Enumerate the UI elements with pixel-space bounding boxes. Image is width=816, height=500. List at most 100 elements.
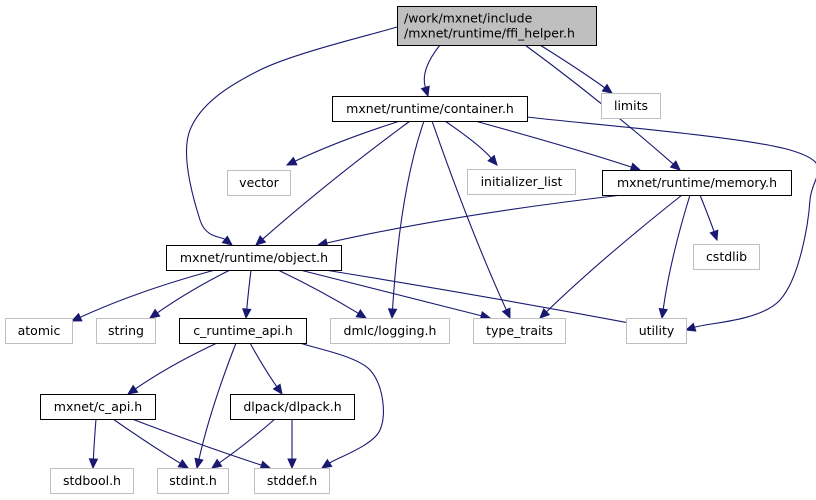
node-label: vector xyxy=(239,175,280,190)
node-box xyxy=(50,468,134,494)
edge-line xyxy=(249,342,278,387)
node-utility: utility xyxy=(626,318,687,344)
arrowhead-icon xyxy=(177,459,190,469)
edge-container-to-utility xyxy=(526,116,816,332)
node-box xyxy=(40,394,156,420)
node-label: stddef.h xyxy=(267,473,317,488)
arrowhead-icon xyxy=(272,383,283,396)
node-type-traits: type_traits xyxy=(473,318,566,344)
node-box xyxy=(254,468,330,494)
node-memory[interactable]: mxnet/runtime/memory.h xyxy=(602,170,792,196)
arrowhead-icon xyxy=(669,160,681,171)
node-label: /work/mxnet/include xyxy=(404,11,533,26)
node-label: type_traits xyxy=(486,323,553,338)
edge-root-to-container xyxy=(420,44,441,98)
edge-line xyxy=(392,120,425,310)
edge-line xyxy=(423,44,441,88)
edge-container-to-memory xyxy=(474,120,642,172)
node-vector: vector xyxy=(227,170,291,196)
edge-line xyxy=(526,116,816,328)
edge-line xyxy=(326,194,623,244)
node-box xyxy=(157,468,229,494)
node-initializer-list: initializer_list xyxy=(467,169,576,195)
arrowhead-icon xyxy=(88,458,99,470)
arrowhead-icon xyxy=(629,162,642,172)
arrowhead-icon xyxy=(658,307,669,320)
edge-line xyxy=(662,194,691,310)
edge-line xyxy=(299,342,384,464)
arrowhead-icon xyxy=(709,229,719,242)
node-object[interactable]: mxnet/runtime/object.h xyxy=(166,245,342,271)
node-atomic: atomic xyxy=(5,318,73,344)
arrowhead-icon xyxy=(259,460,272,470)
edge-object-to-string xyxy=(148,269,231,319)
node-label: utility xyxy=(639,323,675,338)
node-stdint: stdint.h xyxy=(157,468,229,494)
edge-container-to-logging xyxy=(387,120,425,320)
node-box xyxy=(330,318,450,344)
edge-object-to-c_runtime_api xyxy=(242,269,252,320)
edge-memory-to-utility xyxy=(658,194,691,320)
arrowhead-icon xyxy=(194,457,204,470)
edge-line xyxy=(277,269,359,314)
node-limits: limits xyxy=(601,93,661,119)
edge-container-to-type_traits xyxy=(431,120,511,320)
edge-memory-to-type_traits xyxy=(539,194,683,319)
node-dlpack[interactable]: dlpack/dlpack.h xyxy=(230,394,355,420)
arrowhead-icon xyxy=(255,235,267,246)
node-box xyxy=(473,318,566,344)
node-box xyxy=(397,6,597,46)
arrowhead-icon xyxy=(242,308,252,320)
node-box xyxy=(467,169,576,195)
nodes-layer: /work/mxnet/include/mxnet/runtime/ffi_he… xyxy=(5,6,792,494)
edge-memory-to-cstdlib xyxy=(699,194,719,242)
edge-line xyxy=(431,120,507,311)
arrowhead-icon xyxy=(285,156,298,166)
node-label: stdint.h xyxy=(169,473,217,488)
arrowhead-icon xyxy=(487,154,498,166)
node-cstdlib: cstdlib xyxy=(693,244,760,270)
arrowhead-icon xyxy=(684,322,697,332)
node-label: stdbool.h xyxy=(63,473,121,488)
edge-object-to-atomic xyxy=(70,269,216,322)
edge-line xyxy=(524,44,674,165)
arrowhead-icon xyxy=(70,312,83,322)
node-box xyxy=(5,318,73,344)
edge-c_api-to-stdint xyxy=(112,418,190,469)
edges-layer xyxy=(70,26,816,470)
edge-line xyxy=(699,194,715,232)
node-container[interactable]: mxnet/runtime/container.h xyxy=(332,96,528,122)
node-c-runtime-api[interactable]: c_runtime_api.h xyxy=(179,318,307,344)
node-label: mxnet/runtime/container.h xyxy=(346,101,514,116)
edge-object-to-logging xyxy=(277,269,368,319)
edge-line xyxy=(79,269,216,318)
node-c-api[interactable]: mxnet/c_api.h xyxy=(40,394,156,420)
edge-root-to-limits xyxy=(539,44,613,94)
node-root[interactable]: /work/mxnet/include/mxnet/runtime/ffi_he… xyxy=(397,6,597,46)
node-label: dmlc/logging.h xyxy=(344,323,437,338)
arrowhead-icon xyxy=(387,308,398,320)
node-label: c_runtime_api.h xyxy=(193,323,293,338)
node-string: string xyxy=(96,318,156,344)
edge-line xyxy=(112,418,181,464)
arrowhead-icon xyxy=(210,458,223,469)
edge-line xyxy=(186,26,398,240)
node-label: mxnet/c_api.h xyxy=(54,399,142,414)
edge-memory-to-object xyxy=(316,194,623,248)
node-stdbool: stdbool.h xyxy=(50,468,134,494)
arrowhead-icon xyxy=(501,307,511,320)
edge-c_runtime_api-to-stddef xyxy=(299,342,384,469)
arrowhead-icon xyxy=(539,307,551,319)
edge-dlpack-to-stddef xyxy=(287,419,297,470)
arrowhead-icon xyxy=(320,458,333,469)
node-label: initializer_list xyxy=(481,174,563,189)
edge-line xyxy=(157,269,231,314)
edge-line xyxy=(474,120,632,168)
edge-c_runtime_api-to-stdint xyxy=(194,342,237,470)
edge-line xyxy=(324,269,632,324)
edge-line xyxy=(262,120,411,240)
edge-line xyxy=(294,120,401,162)
edge-root-to-memory xyxy=(524,44,681,171)
edge-c_runtime_api-to-c_api xyxy=(126,342,218,395)
